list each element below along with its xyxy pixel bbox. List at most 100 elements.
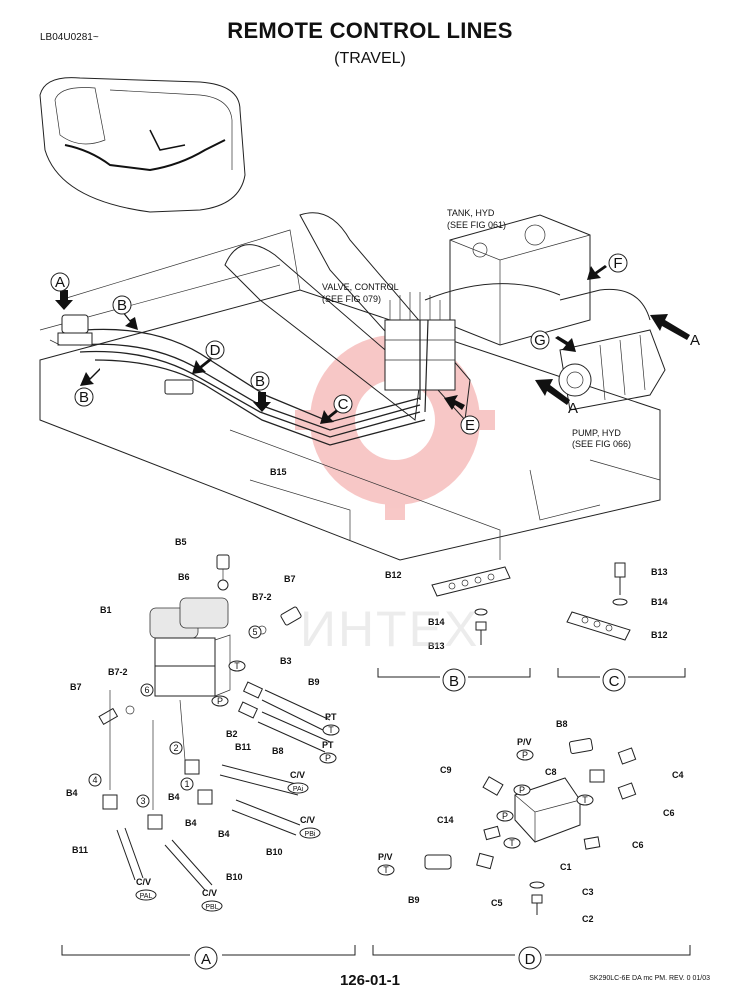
- tag-pv-p-sub: P: [522, 750, 528, 760]
- label-b11-mid: B11: [235, 742, 251, 752]
- label-b10-mid: B10: [266, 847, 283, 857]
- tag-sub-oval: [201, 900, 223, 912]
- port-circle: [248, 625, 262, 639]
- label-b4-d: B4: [218, 829, 230, 839]
- port-num-p: P: [217, 696, 223, 706]
- detail-a-letter: A: [201, 951, 211, 968]
- port-num-1: 1: [184, 779, 189, 789]
- label-c5: C5: [491, 898, 503, 908]
- label-b14: B14: [428, 617, 445, 627]
- port-circle: [180, 777, 194, 791]
- label-b4-c: B4: [185, 818, 197, 828]
- detail-d-manifold: B8 C4 C9 C8 C6 C14 C6 C1 B9 C5 C3 C2 P T…: [372, 719, 691, 970]
- label-b15: B15: [270, 467, 287, 477]
- section-letter-circle: [194, 946, 218, 970]
- label-valve-ref: (SEE FIG 079): [322, 294, 381, 304]
- label-valve-control: VALVE, CONTROL: [322, 282, 399, 292]
- label-c2: C2: [582, 914, 594, 924]
- label-c14: C14: [437, 815, 454, 825]
- revision-note: SK290LC-6E DA mc PM. REV. 0 01/03: [589, 975, 710, 982]
- port-num-4: 4: [92, 775, 97, 785]
- label-b8: B8: [272, 746, 284, 756]
- machine-overview-thumbnail: [39, 77, 246, 213]
- view-letter-circle: [333, 394, 353, 414]
- view-letter-b-mid: B: [255, 373, 265, 390]
- label-c1: C1: [560, 862, 572, 872]
- view-letter-d: D: [210, 342, 221, 359]
- detail-b-letter: B: [449, 673, 459, 690]
- port-num-t: T: [234, 661, 240, 671]
- label-b7-top: B7: [284, 574, 296, 584]
- tag-sub-oval: [299, 827, 321, 839]
- label-c6-a: C6: [663, 808, 675, 818]
- detail-c-letter: C: [609, 673, 620, 690]
- label-c6-b: C6: [632, 840, 644, 850]
- callout-arrows: [55, 265, 690, 424]
- watermark-text: ИНТЕХ: [300, 601, 480, 657]
- label-b7-left: B7: [70, 682, 82, 692]
- tag-cv-pbl: C/V: [202, 888, 217, 898]
- section-letter-circle: [602, 668, 626, 692]
- travel-pedal-valve-main: [49, 314, 194, 395]
- port-num-t-d: T: [582, 795, 588, 805]
- label-b7-2-left: B7-2: [108, 667, 128, 677]
- tag-pv-t-sub: T: [383, 865, 389, 875]
- tag-sub-oval: [135, 889, 157, 901]
- label-tank-hyd: TANK, HYD: [447, 208, 495, 218]
- view-letter-circle: [250, 371, 270, 391]
- label-b13-c: B13: [651, 567, 668, 577]
- label-c9: C9: [440, 765, 452, 775]
- port-circle: [513, 784, 531, 796]
- page-title: REMOTE CONTROL LINES: [227, 18, 513, 43]
- view-letter-circle: [50, 272, 70, 292]
- port-circle: [136, 794, 150, 808]
- view-letter-e: E: [465, 417, 475, 434]
- detail-a-labels: B5 B6 B7 B7-2 B1 B3 B9 B7-2 B7 B2 B8 B11…: [66, 537, 340, 912]
- section-letter-circle: [442, 668, 466, 692]
- tag-pt-t-sub: T: [328, 725, 334, 735]
- port-circle: [576, 794, 594, 806]
- tag-sub-oval: [377, 864, 395, 876]
- port-circle: [140, 683, 154, 697]
- label-b11-low: B11: [72, 845, 88, 855]
- port-num-3: 3: [140, 796, 145, 806]
- view-letter-circle: [608, 253, 628, 273]
- upper-frame-structure: [39, 212, 661, 561]
- label-b4-b: B4: [66, 788, 78, 798]
- hydraulic-pump: [558, 288, 666, 411]
- port-circle: [211, 695, 229, 707]
- port-num-t2-d: T: [509, 838, 515, 848]
- view-letter-b-upper: B: [117, 297, 127, 314]
- detail-a-bracket: A: [61, 945, 356, 970]
- view-letter-circle: [74, 387, 94, 407]
- label-arrow-a-lower: A: [568, 400, 578, 417]
- label-b5: B5: [175, 537, 187, 547]
- view-letter-circle: [530, 330, 550, 350]
- tag-pt-p: PT: [322, 740, 334, 750]
- tag-sub-oval: [319, 752, 337, 764]
- detail-a-pedal-valve: [98, 554, 331, 891]
- label-c3: C3: [582, 887, 594, 897]
- view-letter-g: G: [534, 332, 546, 349]
- port-circle: [228, 660, 246, 672]
- label-b9-d: B9: [408, 895, 420, 905]
- label-b7-2-top: B7-2: [252, 592, 272, 602]
- tag-pv-t: P/V: [378, 852, 393, 862]
- port-circle: [169, 741, 183, 755]
- label-tank-ref: (SEE FIG 061): [447, 220, 506, 230]
- label-c4: C4: [672, 770, 684, 780]
- tag-sub-oval: [516, 749, 534, 761]
- label-pump-ref: (SEE FIG 066): [572, 439, 631, 449]
- section-letter-circle: [518, 946, 542, 970]
- tag-pv-p: P/V: [517, 737, 532, 747]
- label-b2: B2: [226, 729, 238, 739]
- tag-cv-pal: C/V: [136, 877, 151, 887]
- tag-sub-oval: [287, 782, 309, 794]
- tag-cv-pbi: C/V: [300, 815, 315, 825]
- label-b4-a: B4: [168, 792, 180, 802]
- detail-c-clamp: B13 B14 B12 C: [557, 562, 686, 692]
- detail-d-letter: D: [525, 951, 536, 968]
- port-num-2: 2: [173, 743, 178, 753]
- view-letter-circle: [460, 415, 480, 435]
- view-letter-c: C: [338, 396, 349, 413]
